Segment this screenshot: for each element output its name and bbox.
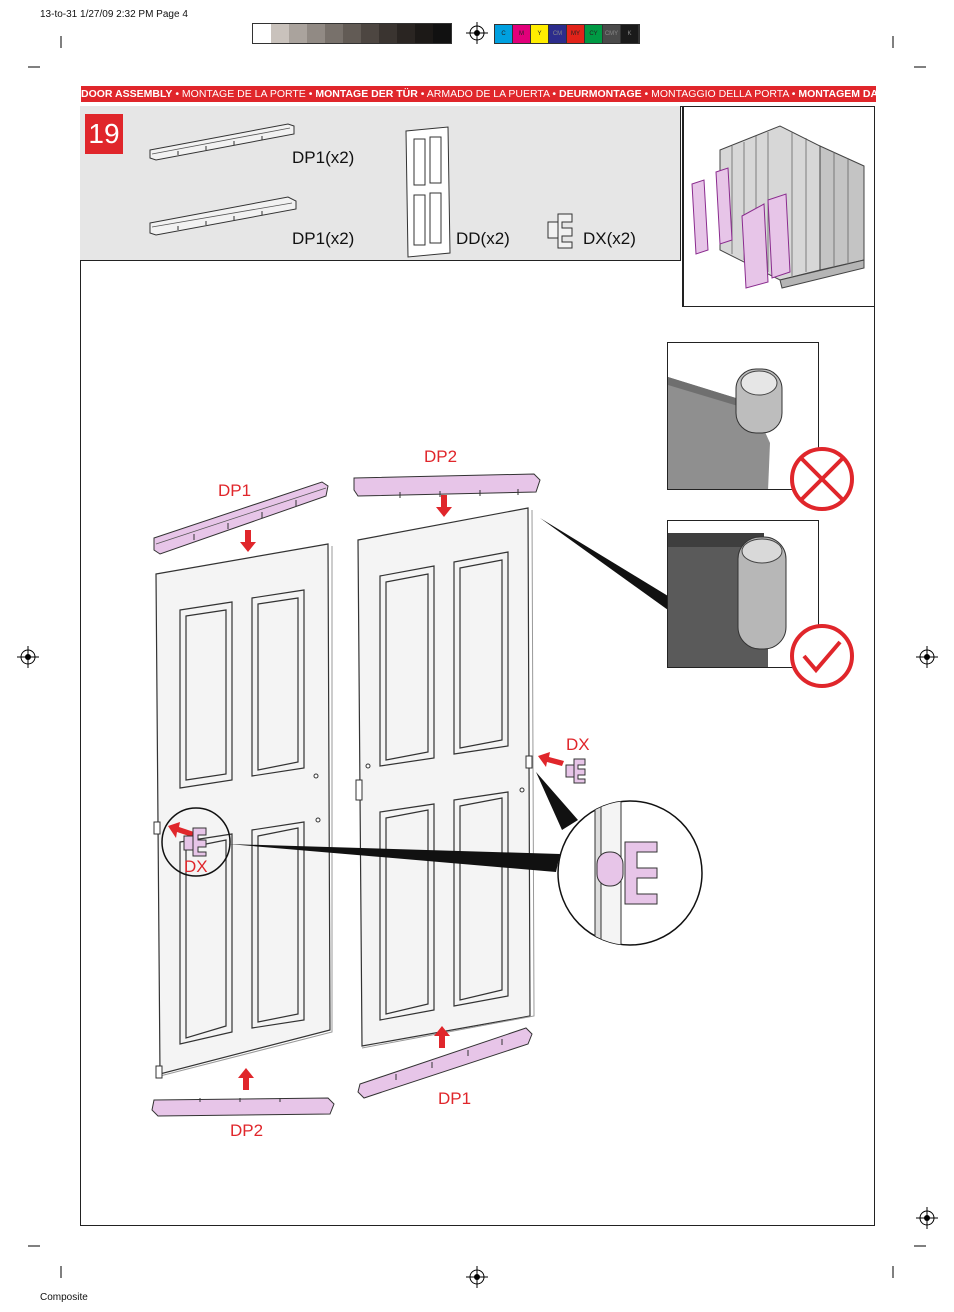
- color-swatch: M: [513, 25, 531, 43]
- cross-circle-icon: [790, 447, 854, 511]
- dx-clip-left: [183, 827, 207, 857]
- banner-separator: •: [172, 88, 182, 100]
- dp1-rail-right-bottom: [357, 1027, 533, 1099]
- section-banner: DOOR ASSEMBLY • MONTAGE DE LA PORTE • MO…: [81, 86, 876, 102]
- dp1-rail-left-top: [153, 481, 329, 555]
- callout-dp1-bottom: DP1: [438, 1089, 472, 1108]
- color-swatch: K: [621, 25, 639, 43]
- part-dp1-rail-icon: [149, 196, 297, 236]
- color-swatch: MY: [567, 25, 585, 43]
- print-info: 13-to-31 1/27/09 2:32 PM Page 4: [40, 9, 188, 20]
- step-number: 19: [85, 114, 123, 154]
- banner-title: ARMADO DE LA PUERTA: [426, 88, 550, 100]
- part-dp1-rail-icon: [149, 123, 295, 161]
- banner-title: DOOR ASSEMBLY: [81, 88, 173, 100]
- dx-detail-magnifier: [557, 800, 703, 946]
- correct-install-photo: [667, 520, 819, 668]
- arrow-up-icon: [434, 1026, 450, 1048]
- color-swatch: CMY: [603, 25, 621, 43]
- arrow-left-icon: [538, 752, 564, 767]
- registration-mark-icon: [916, 1207, 938, 1229]
- callout-dx-left: DX: [184, 857, 208, 876]
- left-door-panel: [153, 543, 333, 1079]
- banner-separator: •: [788, 88, 799, 100]
- dx-clip-right: [565, 758, 586, 784]
- right-door-panel: [355, 507, 535, 1049]
- parts-list-panel: [80, 106, 681, 261]
- color-swatch: CY: [585, 25, 603, 43]
- part-label-dp1-bottom: DP1(x2): [292, 229, 355, 248]
- banner-separator: •: [305, 88, 316, 100]
- banner-separator: •: [641, 88, 652, 100]
- arrow-left-icon: [168, 822, 194, 838]
- part-label-dx: DX(x2): [583, 229, 636, 248]
- registration-mark-icon: [17, 646, 39, 668]
- banner-title: MONTAGGIO DELLA PORTA: [651, 88, 789, 100]
- part-label-dp1-top: DP1(x2): [292, 148, 355, 167]
- color-swatch: Y: [531, 25, 549, 43]
- callout-dx-right: DX: [566, 735, 590, 754]
- banner-title: MONTAGEM DA PORTA: [798, 88, 876, 100]
- arrow-up-icon: [238, 1068, 254, 1090]
- dp2-rail-left-bottom: [151, 1097, 335, 1117]
- banner-title: MONTAGE DER TÜR: [315, 88, 418, 100]
- part-dd-door-icon: [405, 126, 451, 258]
- arrow-down-icon: [436, 495, 452, 517]
- part-label-dd: DD(x2): [456, 229, 510, 248]
- gray-calibration-bar: [252, 23, 452, 44]
- registration-mark-icon: [916, 646, 938, 668]
- registration-mark-icon: [466, 22, 488, 44]
- registration-mark-icon: [466, 1266, 488, 1288]
- callout-dp2-right: DP2: [424, 447, 458, 466]
- footer-label: Composite: [40, 1292, 88, 1303]
- arrow-down-icon: [240, 530, 256, 552]
- banner-title: MONTAGE DE LA PORTE: [181, 88, 306, 100]
- color-swatch: CM: [549, 25, 567, 43]
- callout-dp1-left: DP1: [218, 481, 252, 500]
- color-swatch: C: [495, 25, 513, 43]
- banner-separator: •: [417, 88, 427, 100]
- dp2-rail-right-top: [353, 473, 541, 498]
- shed-overview-illustration: [691, 125, 865, 289]
- part-dx-clip-icon: [547, 213, 573, 249]
- callout-dp2-bottom: DP2: [230, 1121, 264, 1140]
- check-circle-icon: [790, 624, 854, 688]
- banner-title: DEURMONTAGE: [558, 88, 642, 100]
- banner-separator: •: [549, 88, 559, 100]
